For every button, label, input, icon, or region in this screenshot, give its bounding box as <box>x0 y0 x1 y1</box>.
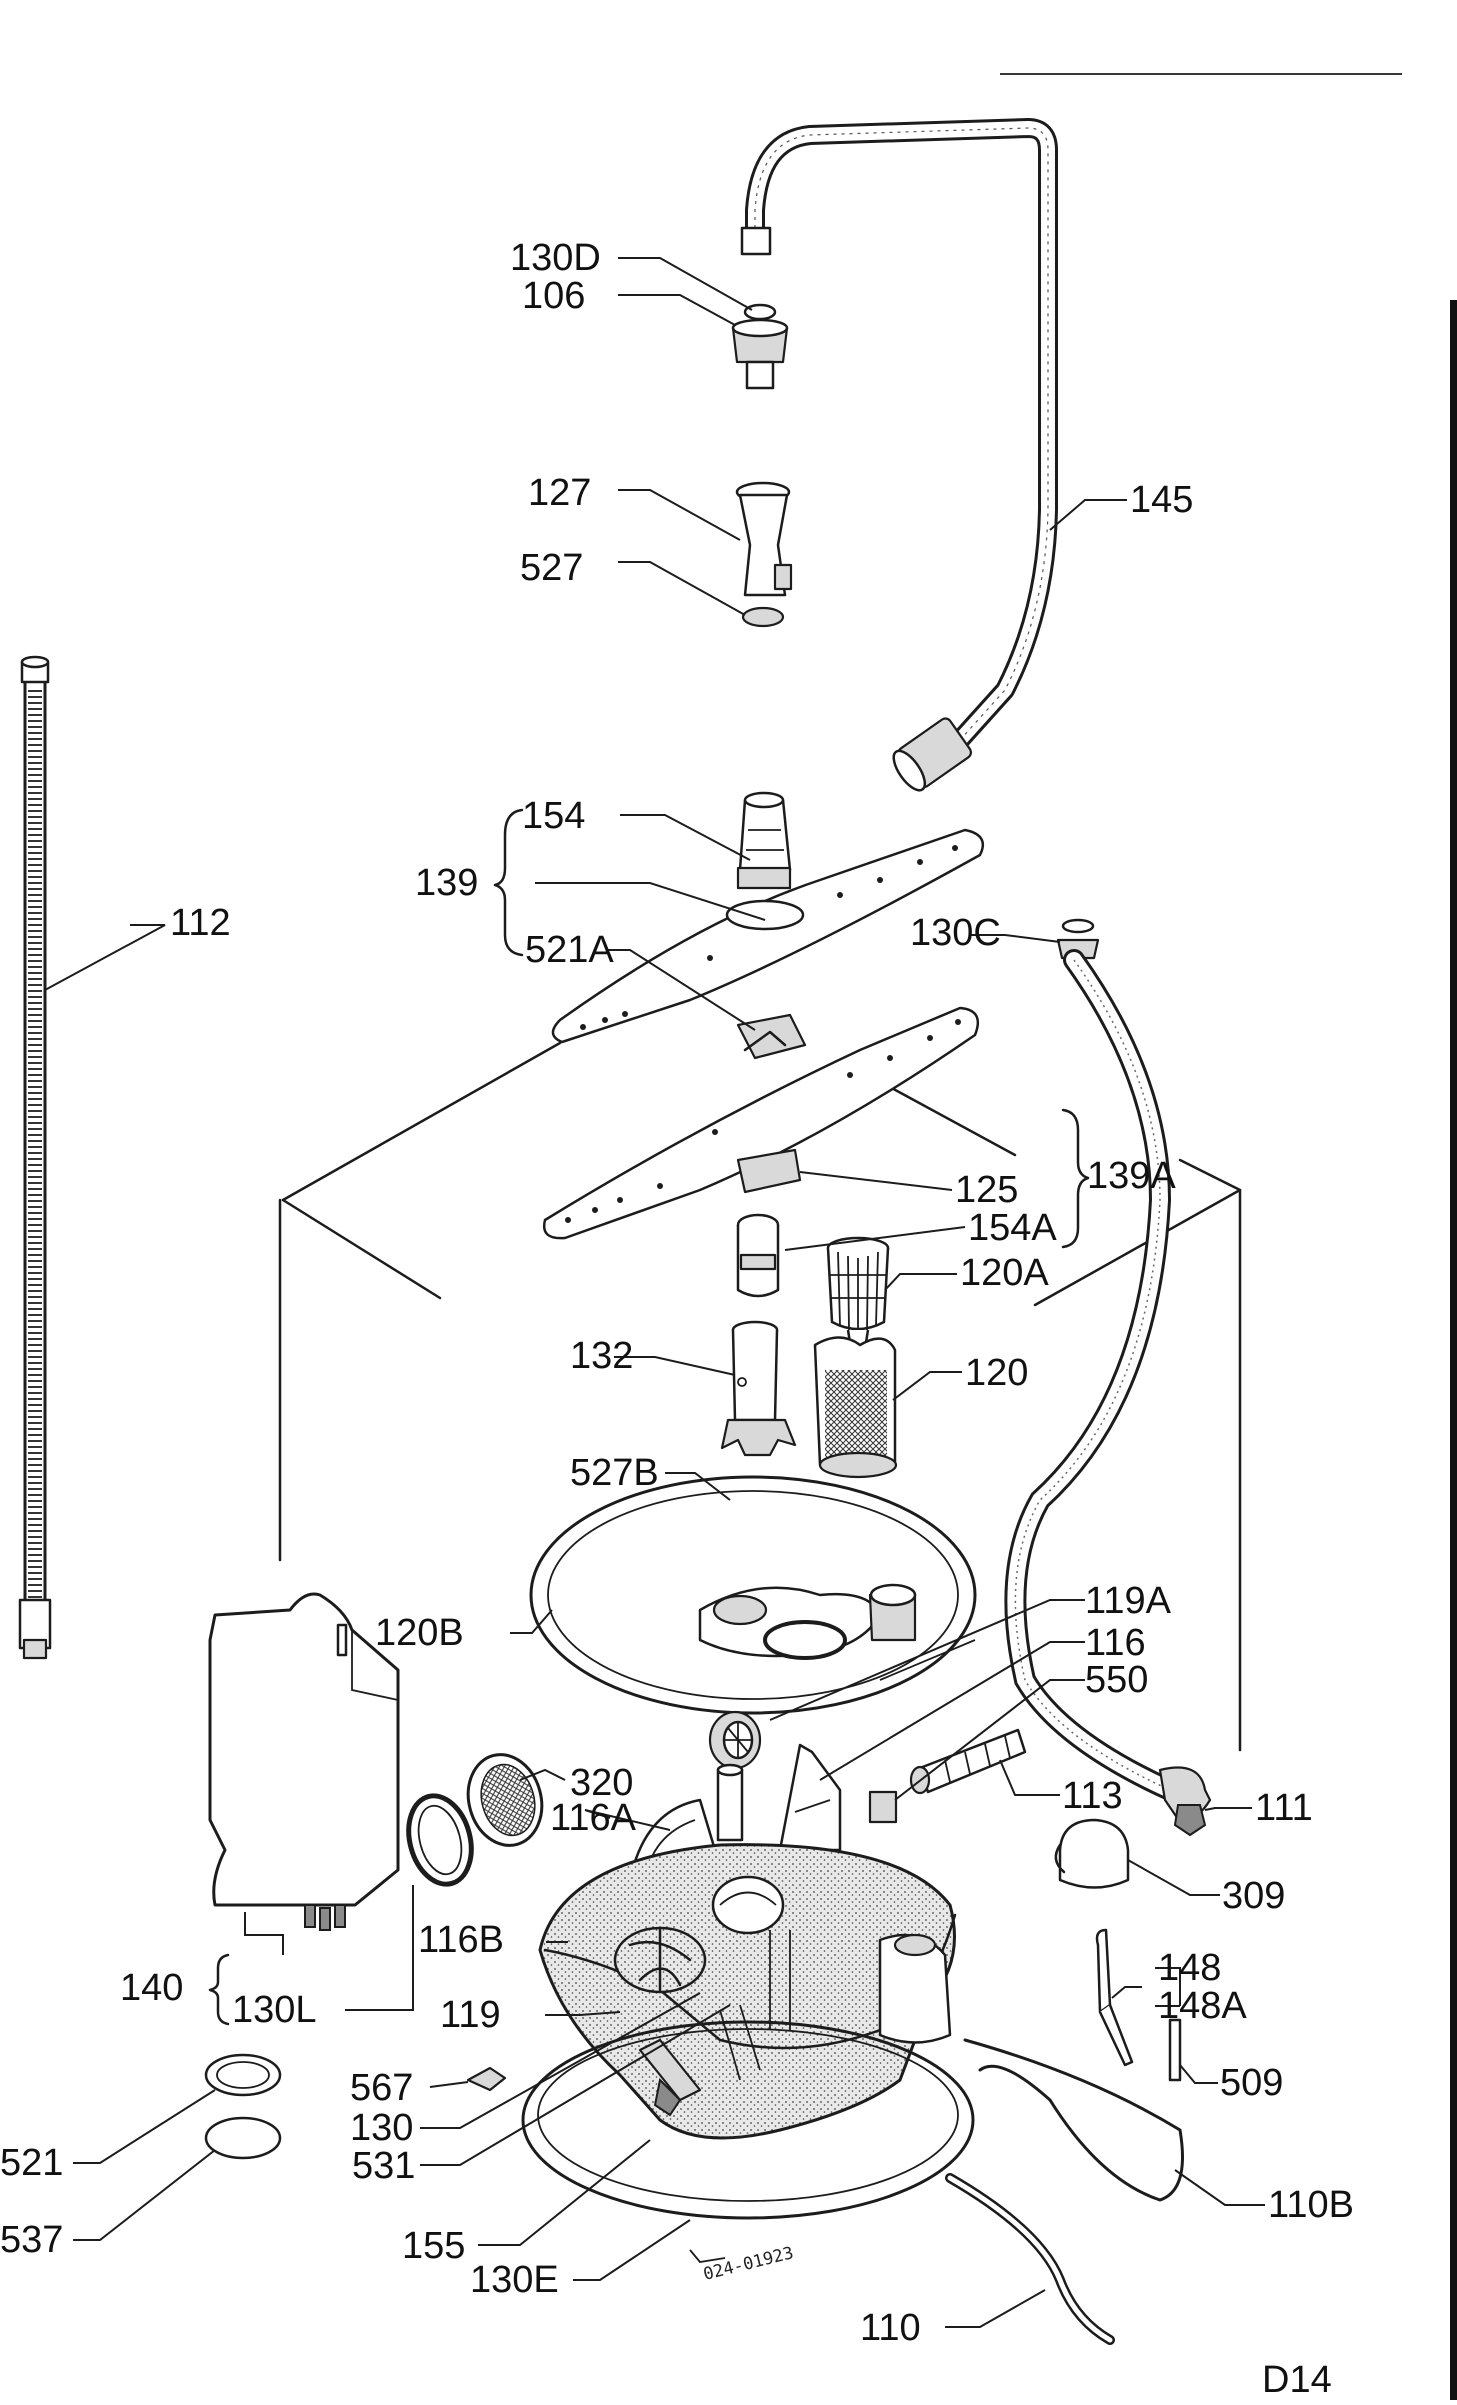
label-119A: 119A <box>1085 1580 1172 1622</box>
label-130C: 130C <box>910 912 1001 954</box>
tube-110 <box>945 2173 1115 2345</box>
label-130E: 130E <box>470 2259 559 2301</box>
label-120: 120 <box>965 1352 1028 1394</box>
ring-527 <box>741 606 785 628</box>
spray-pipe-145 <box>740 118 1058 792</box>
label-567: 567 <box>350 2067 413 2109</box>
label-106: 106 <box>522 275 585 317</box>
stamp-text: 024-01923 <box>701 2243 795 2285</box>
label-130D: 130D <box>510 237 601 279</box>
part-labels: 130D 106 127 527 145 154 139 521A 112 13… <box>0 237 1354 2401</box>
label-125: 125 <box>955 1169 1018 1211</box>
cap-521 <box>204 2053 282 2097</box>
label-148A: 148A <box>1158 1985 1247 2027</box>
label-140: 140 <box>120 1967 183 2009</box>
spray-arm-upper-139 <box>551 791 985 1044</box>
corner-code: D14 <box>1262 2359 1332 2400</box>
label-154: 154 <box>522 795 585 837</box>
sump-body <box>538 1843 957 2140</box>
cap-309 <box>1054 1818 1130 1889</box>
brace-140 <box>208 1953 230 2026</box>
label-537: 537 <box>0 2219 63 2261</box>
coarse-filter-120 <box>813 1336 898 1479</box>
label-320: 320 <box>570 1762 633 1804</box>
coupling-154A <box>736 1213 780 1298</box>
label-120A: 120A <box>960 1252 1049 1294</box>
disc-320 <box>466 1753 544 1847</box>
label-127: 127 <box>528 472 591 514</box>
tube-110B <box>963 2038 1184 2202</box>
brace-139 <box>493 808 524 957</box>
softener-140 <box>208 1592 400 1931</box>
label-139A: 139A <box>1087 1155 1176 1197</box>
block-550 <box>868 1790 898 1824</box>
label-132: 132 <box>570 1335 633 1377</box>
label-110: 110 <box>860 2307 921 2349</box>
label-527B: 527B <box>570 1452 659 1494</box>
label-148: 148 <box>1158 1947 1221 1989</box>
label-116B: 116B <box>418 1919 504 1961</box>
label-110B: 110B <box>1268 2184 1354 2226</box>
clip-567 <box>466 2066 507 2092</box>
brace-139A <box>1061 1108 1090 1249</box>
spray-arm-lower-139A <box>542 1006 980 1240</box>
leader-lines <box>44 257 1265 2328</box>
label-527: 527 <box>520 547 583 589</box>
clip-148 <box>1095 1928 1134 2067</box>
label-120B: 120B <box>375 1612 464 1654</box>
label-116: 116 <box>1085 1622 1146 1664</box>
nut-106 <box>731 318 789 390</box>
label-154A: 154A <box>968 1207 1057 1249</box>
label-112: 112 <box>170 902 231 944</box>
label-155: 155 <box>402 2225 465 2267</box>
label-550: 550 <box>1085 1659 1148 1701</box>
label-113: 113 <box>1062 1775 1123 1817</box>
clip-521A <box>736 1013 807 1060</box>
scan-edge <box>1450 300 1457 2400</box>
cover-116 <box>778 1743 842 1852</box>
connector-127 <box>735 481 793 597</box>
label-531: 531 <box>352 2145 415 2187</box>
drain-hose-111 <box>1004 918 1212 1837</box>
micro-filter-120A <box>826 1236 890 1357</box>
disc-537 <box>204 2116 282 2160</box>
wheel-119A <box>708 1710 762 1770</box>
label-139: 139 <box>415 862 478 904</box>
label-309: 309 <box>1222 1875 1285 1917</box>
label-509: 509 <box>1220 2062 1283 2104</box>
pin-509 <box>1168 2018 1182 2082</box>
label-521: 521 <box>0 2142 63 2184</box>
label-130L: 130L <box>232 1989 317 2031</box>
tube-132 <box>720 1320 797 1457</box>
label-145: 145 <box>1130 479 1193 521</box>
label-116A: 116A <box>550 1797 637 1839</box>
washer-130D <box>743 303 777 321</box>
label-521A: 521A <box>525 929 614 971</box>
base-ring-130E <box>521 2020 975 2220</box>
connector-113 <box>909 1728 1027 1795</box>
label-111: 111 <box>1255 1787 1313 1829</box>
label-119: 119 <box>440 1994 501 2036</box>
inlet-hose-112 <box>18 655 52 1660</box>
label-130: 130 <box>350 2107 413 2149</box>
filter-plate-120B <box>529 1475 977 1715</box>
gasket-130L <box>406 1793 474 1887</box>
stamp-mark: 024-01923 <box>689 2243 796 2285</box>
